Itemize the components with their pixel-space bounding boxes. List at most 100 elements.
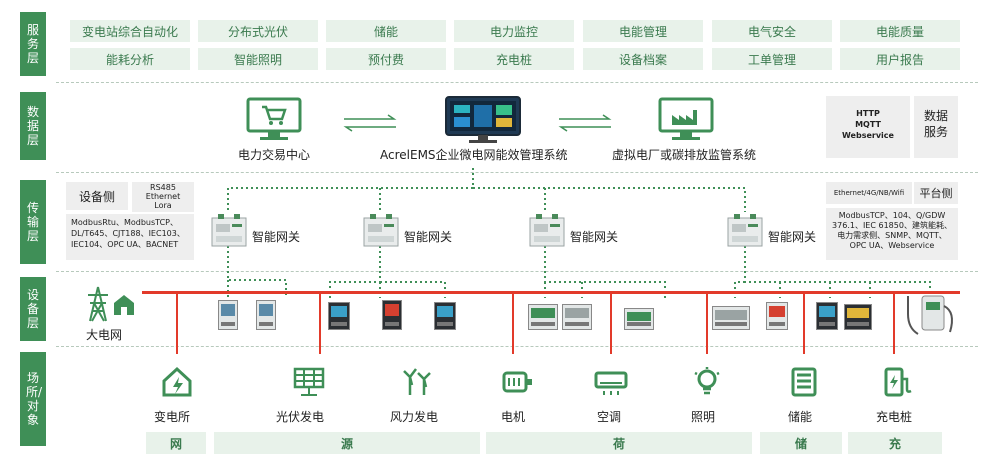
gateway-device-icon [727,214,763,247]
service-pill: 电力监控 [454,20,574,42]
dashboard-screen-icon [445,96,521,143]
pv-meter-icon [528,304,558,330]
protocol-mqtt: MQTT [855,120,881,129]
data-service-title: 数据服务 [923,109,948,139]
gateway-label: 智能网关 [404,230,453,244]
bus-drop-line [176,292,178,354]
pcs-meter-icon [844,304,872,330]
service-pill: 智能照明 [198,48,318,70]
device-side-title: 设备侧 [78,189,115,204]
gateway-label: 智能网关 [768,230,817,244]
exchange-arrows-right-icon [558,114,612,132]
category-bar: 充 [848,432,942,454]
divider-transport-device [56,271,978,272]
inverter-meter-icon [562,304,592,330]
service-pill: 电能质量 [840,20,960,42]
field-label: 储能 [788,410,813,424]
device-protocols-text: ModbusRtu、ModbusTCP、DL/T645、CJT188、IEC10… [71,218,185,249]
link-rs485: RS485 [150,183,176,192]
category-bar: 储 [760,432,842,454]
field-label: 风力发电 [390,410,439,424]
link-ethernet: Ethernet [145,192,181,201]
field-label: 照明 [691,410,716,424]
bus-drop-line [893,292,895,354]
arc-detector-icon [382,300,402,330]
motor-protector-icon [624,308,654,330]
service-pill: 用户报告 [840,48,960,70]
category-bar: 网 [146,432,206,454]
field-label: 变电所 [154,410,191,424]
service-pill: 充电桩 [454,48,574,70]
service-pill: 储能 [326,20,446,42]
substation-icon [162,366,192,397]
ev-charger-icon [884,367,912,397]
power-quality-meter-icon [434,302,456,330]
layer-service: 服务层 [20,12,46,76]
monitor-factory-icon [658,97,714,140]
platform-side-box: 平台侧 [914,182,958,204]
gateway-label: 智能网关 [252,230,301,244]
field-label: 充电桩 [876,410,913,424]
storage-controller-icon [816,302,838,330]
bus-drop-line [319,292,321,354]
layer-field: 场所/对象 [20,352,46,446]
protection-relay-icon [256,300,276,330]
lighting-controller-icon [712,306,750,330]
platform-side-title: 平台侧 [919,187,953,200]
trading-center-label: 电力交易中心 [238,148,311,162]
protocol-webservice: Webservice [842,131,894,140]
light-bulb-icon [694,367,720,395]
grid-label: 大电网 [86,328,123,342]
layer-data: 数据层 [20,92,46,160]
layer-transport: 传输层 [20,180,46,264]
service-pill: 预付费 [326,48,446,70]
data-service-box: 数据服务 [914,96,958,158]
service-pill: 设备档案 [583,48,703,70]
protection-relay-icon [218,300,238,330]
protocol-http: HTTP [856,109,880,118]
device-links-box: RS485 Ethernet Lora [132,182,194,212]
category-bar: 荷 [486,432,752,454]
storage-meter-icon [766,302,788,330]
exchange-arrows-left-icon [343,114,397,132]
divider-data-transport [56,172,978,173]
platform-protocols-text: ModbusTCP、104、Q/GDW 376.1、IEC 61850、建筑能耗… [832,211,952,250]
layer-device: 设备层 [20,277,46,341]
solar-panel-icon [293,367,325,396]
service-pill: 电能管理 [583,20,703,42]
power-meter-icon [328,302,350,330]
device-protocols-box: ModbusRtu、ModbusTCP、DL/T645、CJT188、IEC10… [66,214,194,260]
field-label: 光伏发电 [276,410,325,424]
device-side-box: 设备侧 [66,182,128,210]
motor-icon [502,371,532,393]
monitor-cart-icon [246,97,302,140]
service-pill: 变电站综合自动化 [70,20,190,42]
wind-turbine-icon [403,368,431,395]
gateway-label: 智能网关 [570,230,619,244]
platform-links-text: Ethernet/4G/NB/Wifi [833,189,905,197]
power-tower-icon [88,286,134,322]
gateway-device-icon [529,214,565,247]
platform-links-box: Ethernet/4G/NB/Wifi [826,182,912,204]
power-bus [142,291,960,294]
data-protocol-box: HTTP MQTT Webservice [826,96,910,158]
gateway-device-icon [363,214,399,247]
air-conditioner-icon [594,371,628,395]
ems-system-label: AcrelEMS企业微电网能效管理系统 [380,148,568,162]
link-lora: Lora [154,201,172,210]
service-pill: 电气安全 [712,20,832,42]
virtual-plant-label: 虚拟电厂或碳排放监管系统 [612,148,757,162]
service-pill: 工单管理 [712,48,832,70]
bus-drop-line [706,292,708,354]
divider-service-data [56,82,978,83]
ev-charger-device-icon [907,295,953,335]
bus-drop-line [803,292,805,354]
field-label: 电机 [501,410,526,424]
field-label: 空调 [597,410,622,424]
bus-drop-line [512,292,514,354]
platform-protocols-box: ModbusTCP、104、Q/GDW 376.1、IEC 61850、建筑能耗… [826,208,958,260]
gateway-device-icon [211,214,247,247]
battery-storage-icon [791,367,817,397]
service-pill: 分布式光伏 [198,20,318,42]
